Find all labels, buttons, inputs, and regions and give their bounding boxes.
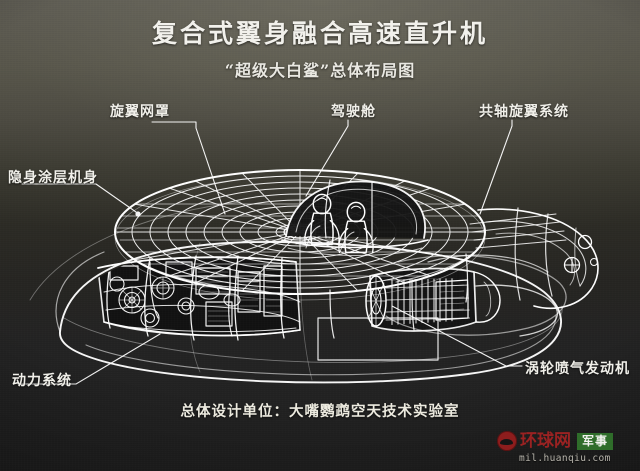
callout-label-stealth-body: 隐身涂层机身 [8,170,98,186]
callout-label-coaxial-rotor: 共轴旋翼系统 [479,104,569,120]
callout-label-power-system: 动力系统 [12,373,72,389]
watermark: 环球网 军事 mil.huanqiu.com [497,430,635,466]
design-unit-note: 总体设计单位：大嘴鹦鹉空天技术实验室 [180,403,460,420]
watermark-site-name: 环球网 [520,431,571,451]
watermark-logo-row: 环球网 军事 [497,430,635,452]
page-title: 复合式翼身融合高速直升机 [151,19,488,48]
callout-label-turbojet: 涡轮喷气发动机 [525,361,630,377]
watermark-url: mil.huanqiu.com [519,453,611,464]
watermark-section-badge: 军事 [577,432,614,450]
callout-label-cockpit: 驾驶舱 [331,104,376,120]
callout-label-rotor-shroud: 旋翼网罩 [110,104,170,120]
page-subtitle: “超级大白鲨”总体布局图 [224,61,416,80]
globe-icon [497,431,517,451]
